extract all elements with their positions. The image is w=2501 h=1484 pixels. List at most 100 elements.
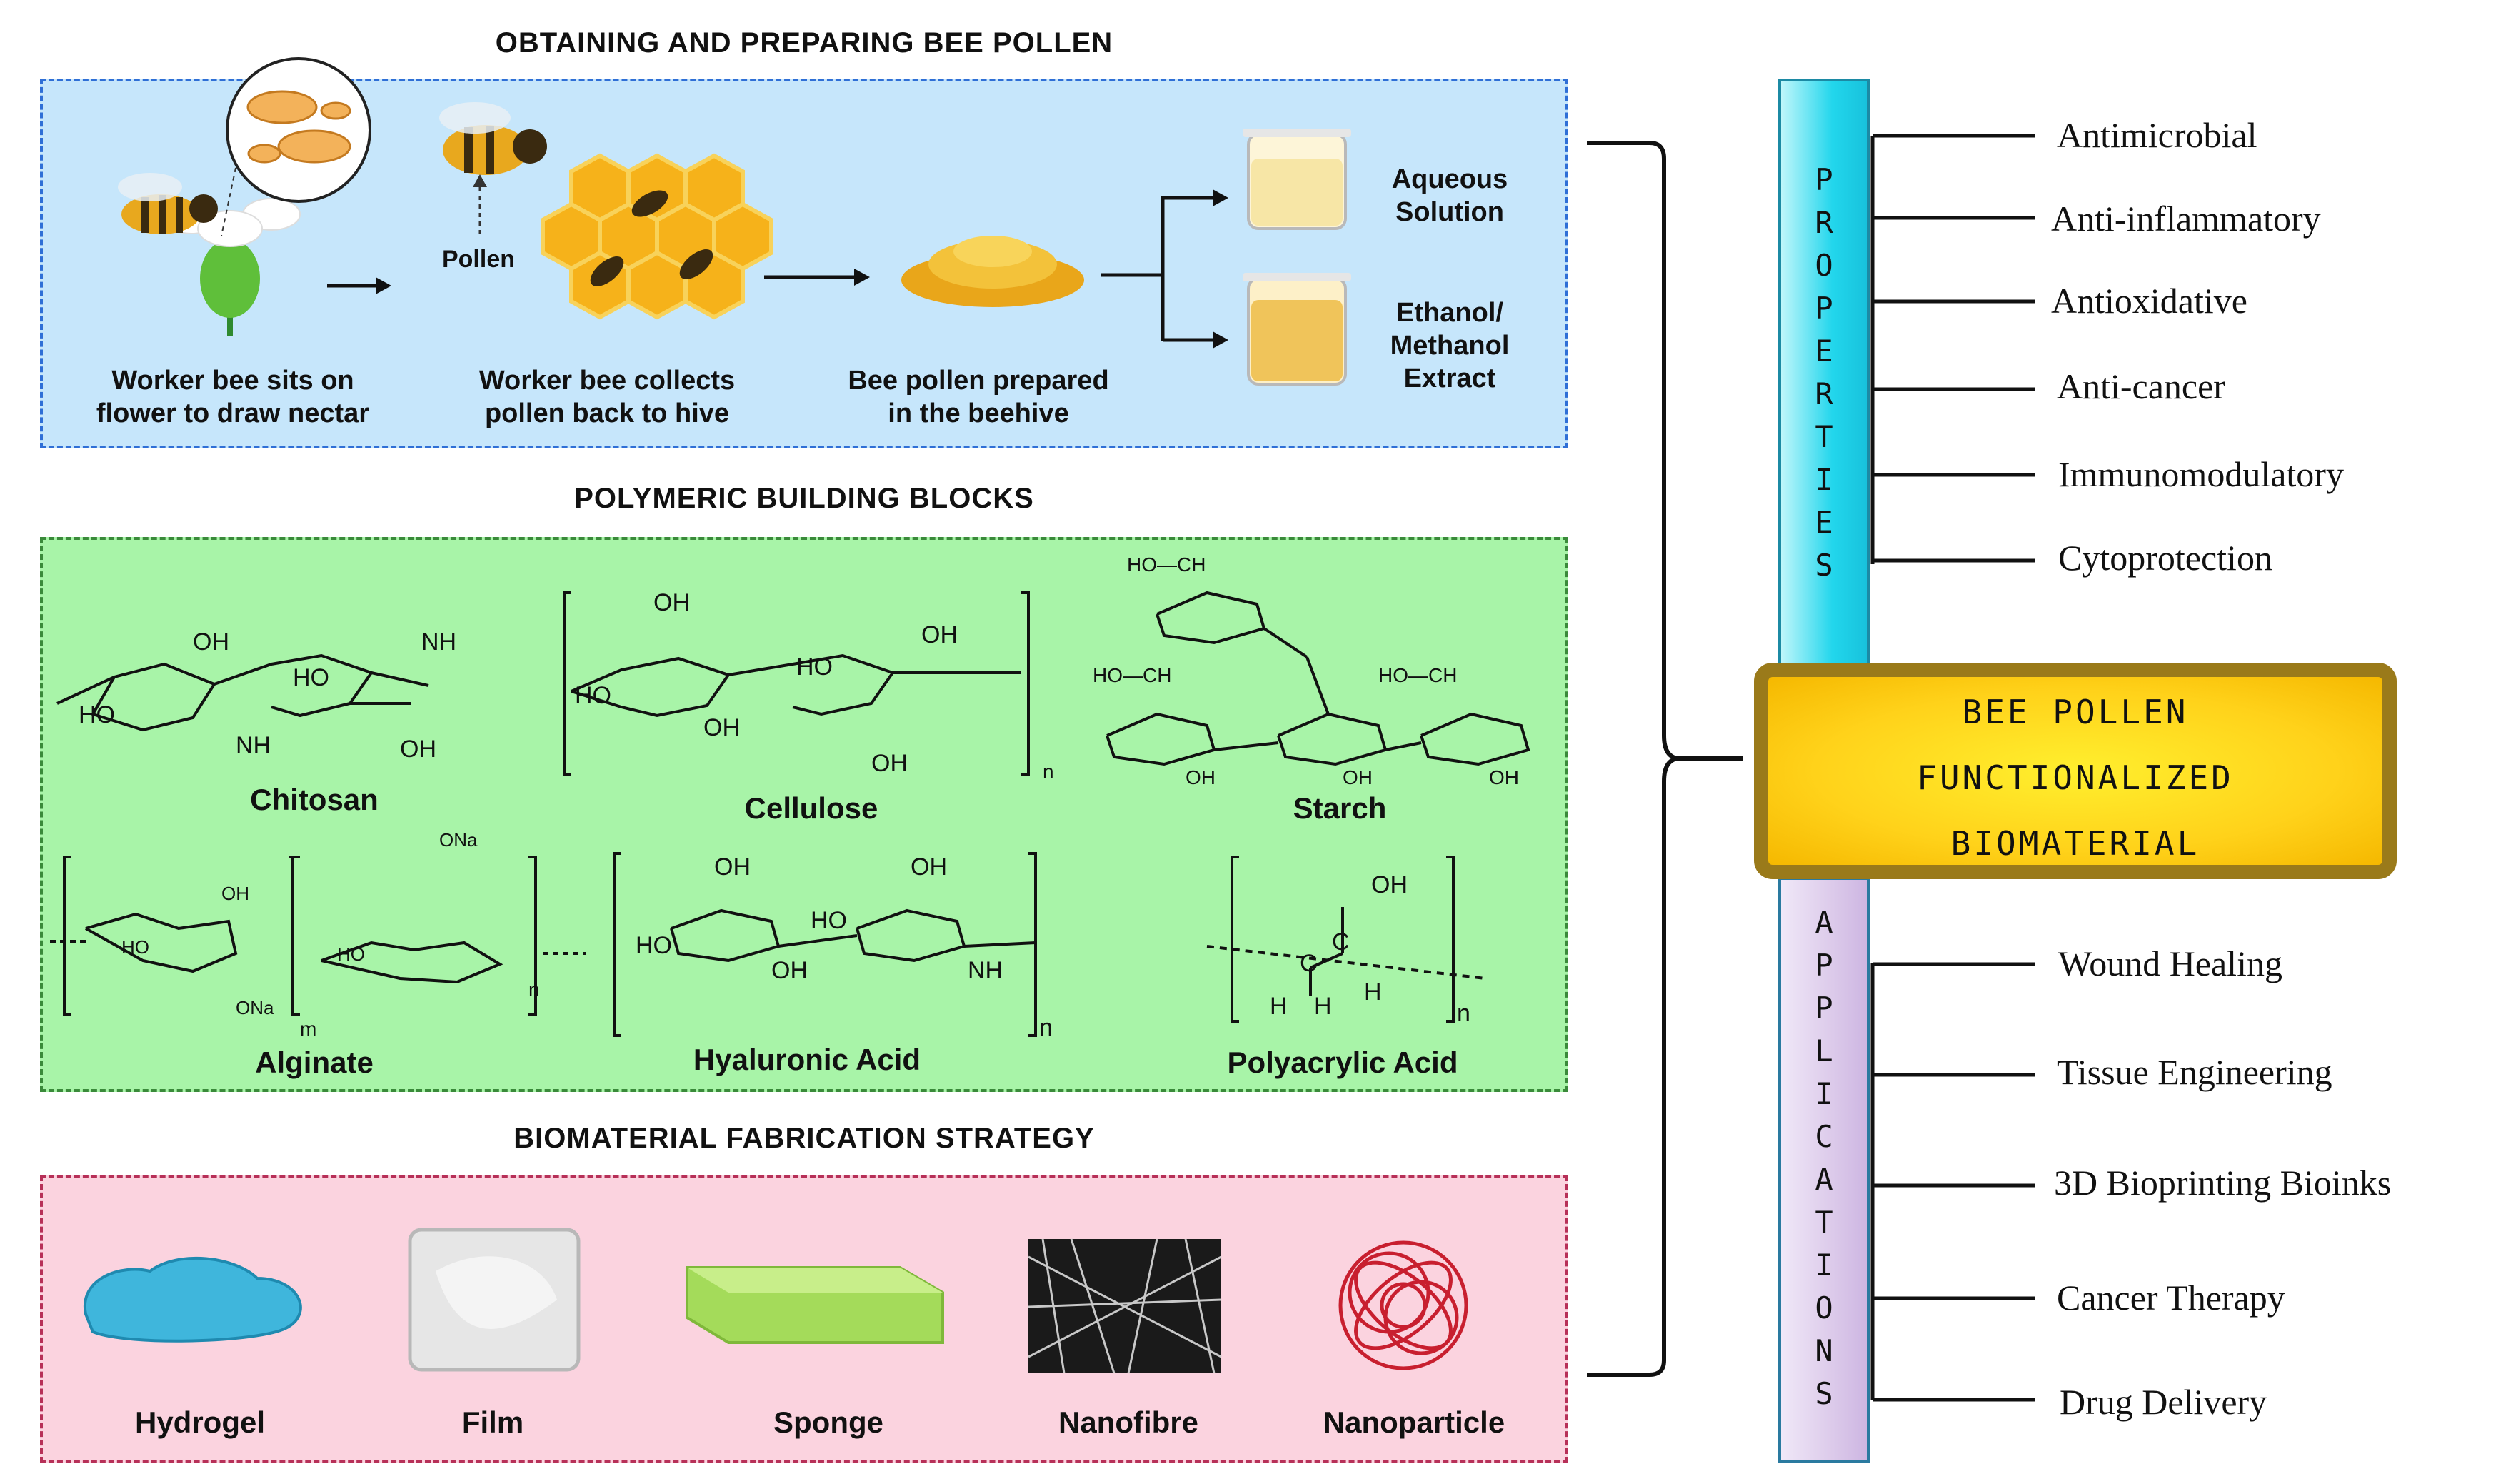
- cellulose-ho: HO: [575, 682, 611, 709]
- film-icon: [408, 1228, 581, 1372]
- aqueous-line2: Solution: [1395, 197, 1504, 227]
- step2-caption: Worker bee collects pollen back to hive: [421, 364, 793, 430]
- property-cytoprotection: Cytoprotection: [2058, 538, 2272, 578]
- app-letter: A: [1815, 905, 1833, 940]
- property-anti-inflammatory: Anti-inflammatory: [2051, 199, 2321, 239]
- app-letter: P: [1815, 948, 1833, 983]
- prop-letter: R: [1815, 205, 1833, 240]
- starch-oh3: OH: [1489, 766, 1519, 788]
- property-immunomodulatory: Immunomodulatory: [2058, 454, 2344, 494]
- alginate-name: Alginate: [255, 1046, 374, 1079]
- step1-line2: flower to draw nectar: [96, 398, 370, 428]
- prop-letter: S: [1815, 548, 1833, 583]
- prop-letter: E: [1815, 334, 1833, 369]
- ethanol-line1: Ethanol/: [1396, 298, 1503, 328]
- app-letter: C: [1815, 1119, 1833, 1154]
- fabrication-section-title: BIOMATERIAL FABRICATION STRATEGY: [513, 1123, 1095, 1154]
- chitosan-oh: OH: [193, 628, 229, 656]
- step2-line2: pollen back to hive: [484, 398, 730, 428]
- chitosan-ho: HO: [79, 701, 115, 728]
- step3-line2: in the beehive: [888, 398, 1069, 428]
- cellulose-n: n: [1043, 761, 1054, 783]
- polyacrylic-acid-name: Polyacrylic Acid: [1227, 1046, 1458, 1079]
- property-anti-cancer: Anti-cancer: [2057, 366, 2225, 406]
- alginate-n: n: [528, 978, 540, 1001]
- prop-letter: E: [1815, 505, 1833, 540]
- starch-name: Starch: [1293, 791, 1387, 825]
- paa-n: n: [1457, 1000, 1470, 1027]
- aqueous-line1: Aqueous: [1391, 164, 1508, 194]
- application-tissue-engineering: Tissue Engineering: [2057, 1052, 2332, 1092]
- honeycomb-icon: [541, 153, 773, 320]
- chitosan-nh: NH: [421, 628, 456, 656]
- starch-ho-ch2-top: HO—CH: [1127, 553, 1206, 576]
- fab-hydrogel-label: Hydrogel: [134, 1405, 266, 1439]
- ha-n: n: [1039, 1014, 1053, 1041]
- chitosan-oh2: OH: [400, 736, 436, 763]
- fab-nanofibre-label: Nanofibre: [1058, 1405, 1198, 1439]
- step3-caption: Bee pollen prepared in the beehive: [793, 364, 1164, 430]
- step3-line1: Bee pollen prepared: [848, 366, 1109, 396]
- app-letter: I: [1815, 1076, 1833, 1111]
- nanoparticle-icon: [1338, 1240, 1468, 1370]
- prop-letter: T: [1815, 419, 1833, 454]
- prop-letter: R: [1815, 376, 1833, 411]
- pollen-magnifier-icon: [221, 57, 371, 236]
- fab-nanoparticle-label: Nanoparticle: [1323, 1405, 1505, 1439]
- application-cancer-therapy: Cancer Therapy: [2057, 1278, 2285, 1318]
- starch-oh1: OH: [1186, 766, 1216, 788]
- ha-oh3: OH: [911, 853, 947, 881]
- applications-bar: [1778, 877, 1870, 1463]
- nanofibre-icon: [1028, 1238, 1222, 1374]
- pollen-pile-icon: [901, 236, 1084, 307]
- starch-oh2: OH: [1343, 766, 1373, 788]
- applications-vertical-label: A P P L I C A T I O N S: [1778, 901, 1870, 1415]
- core-line-3: BIOMATERIAL: [1950, 824, 2200, 863]
- app-letter: P: [1815, 991, 1833, 1026]
- bee-on-flower-icon: [118, 173, 218, 234]
- sponge-icon: [686, 1266, 944, 1344]
- hive-bees-icon: [590, 190, 713, 286]
- step2-line1: Worker bee collects: [478, 366, 736, 396]
- ha-ho2: HO: [811, 907, 847, 934]
- core-box: BEE POLLEN FUNCTIONALIZED BIOMATERIAL: [1754, 663, 2397, 879]
- properties-vertical-label: P R O P E R T I E S: [1778, 159, 1870, 587]
- cellulose-oh4: OH: [871, 750, 908, 777]
- hyaluronic-acid-name: Hyaluronic Acid: [693, 1043, 921, 1076]
- cellulose-ho2: HO: [796, 653, 833, 681]
- alginate-oh: OH: [221, 883, 249, 904]
- ha-oh1: OH: [714, 853, 751, 881]
- fab-sponge-label: Sponge: [773, 1405, 883, 1439]
- application-3d-bioprinting: 3D Bioprinting Bioinks: [2054, 1163, 2392, 1203]
- aqueous-beaker-icon: [1243, 129, 1351, 230]
- app-letter: A: [1815, 1162, 1833, 1197]
- prop-letter: I: [1815, 462, 1833, 497]
- alginate-m: m: [300, 1018, 316, 1040]
- step1-line1: Worker bee sits on: [111, 366, 354, 396]
- properties-bar: [1778, 79, 1870, 666]
- paa-c2: C: [1300, 950, 1318, 977]
- app-letter: L: [1815, 1033, 1833, 1068]
- chitosan-name: Chitosan: [250, 783, 379, 816]
- application-wound-healing: Wound Healing: [2058, 943, 2282, 983]
- property-antimicrobial: Antimicrobial: [2057, 115, 2257, 155]
- ha-oh2: OH: [771, 957, 808, 984]
- flying-bee-icon: [439, 102, 547, 236]
- cellulose-oh2: OH: [703, 714, 740, 741]
- property-antioxidative: Antioxidative: [2051, 281, 2247, 321]
- alginate-ho2: HO: [337, 943, 365, 965]
- paa-h3: H: [1364, 978, 1382, 1006]
- prop-letter: P: [1815, 291, 1833, 326]
- ethanol-line3: Extract: [1403, 364, 1496, 393]
- alginate-ona2: ONa: [439, 829, 478, 851]
- core-line-2: FUNCTIONALIZED: [1917, 758, 2234, 797]
- ha-ho: HO: [636, 932, 672, 959]
- ethanol-caption: Ethanol/ Methanol Extract: [1357, 296, 1543, 395]
- chitosan-nh2: NH: [236, 732, 271, 759]
- prop-letter: P: [1815, 162, 1833, 197]
- starch-ho-ch2-left: HO—CH: [1093, 664, 1171, 686]
- polymer-section-title: POLYMERIC BUILDING BLOCKS: [574, 483, 1034, 514]
- chitosan-ho2: HO: [293, 664, 329, 691]
- aqueous-caption: Aqueous Solution: [1357, 163, 1543, 229]
- ethanol-line2: Methanol: [1390, 331, 1510, 361]
